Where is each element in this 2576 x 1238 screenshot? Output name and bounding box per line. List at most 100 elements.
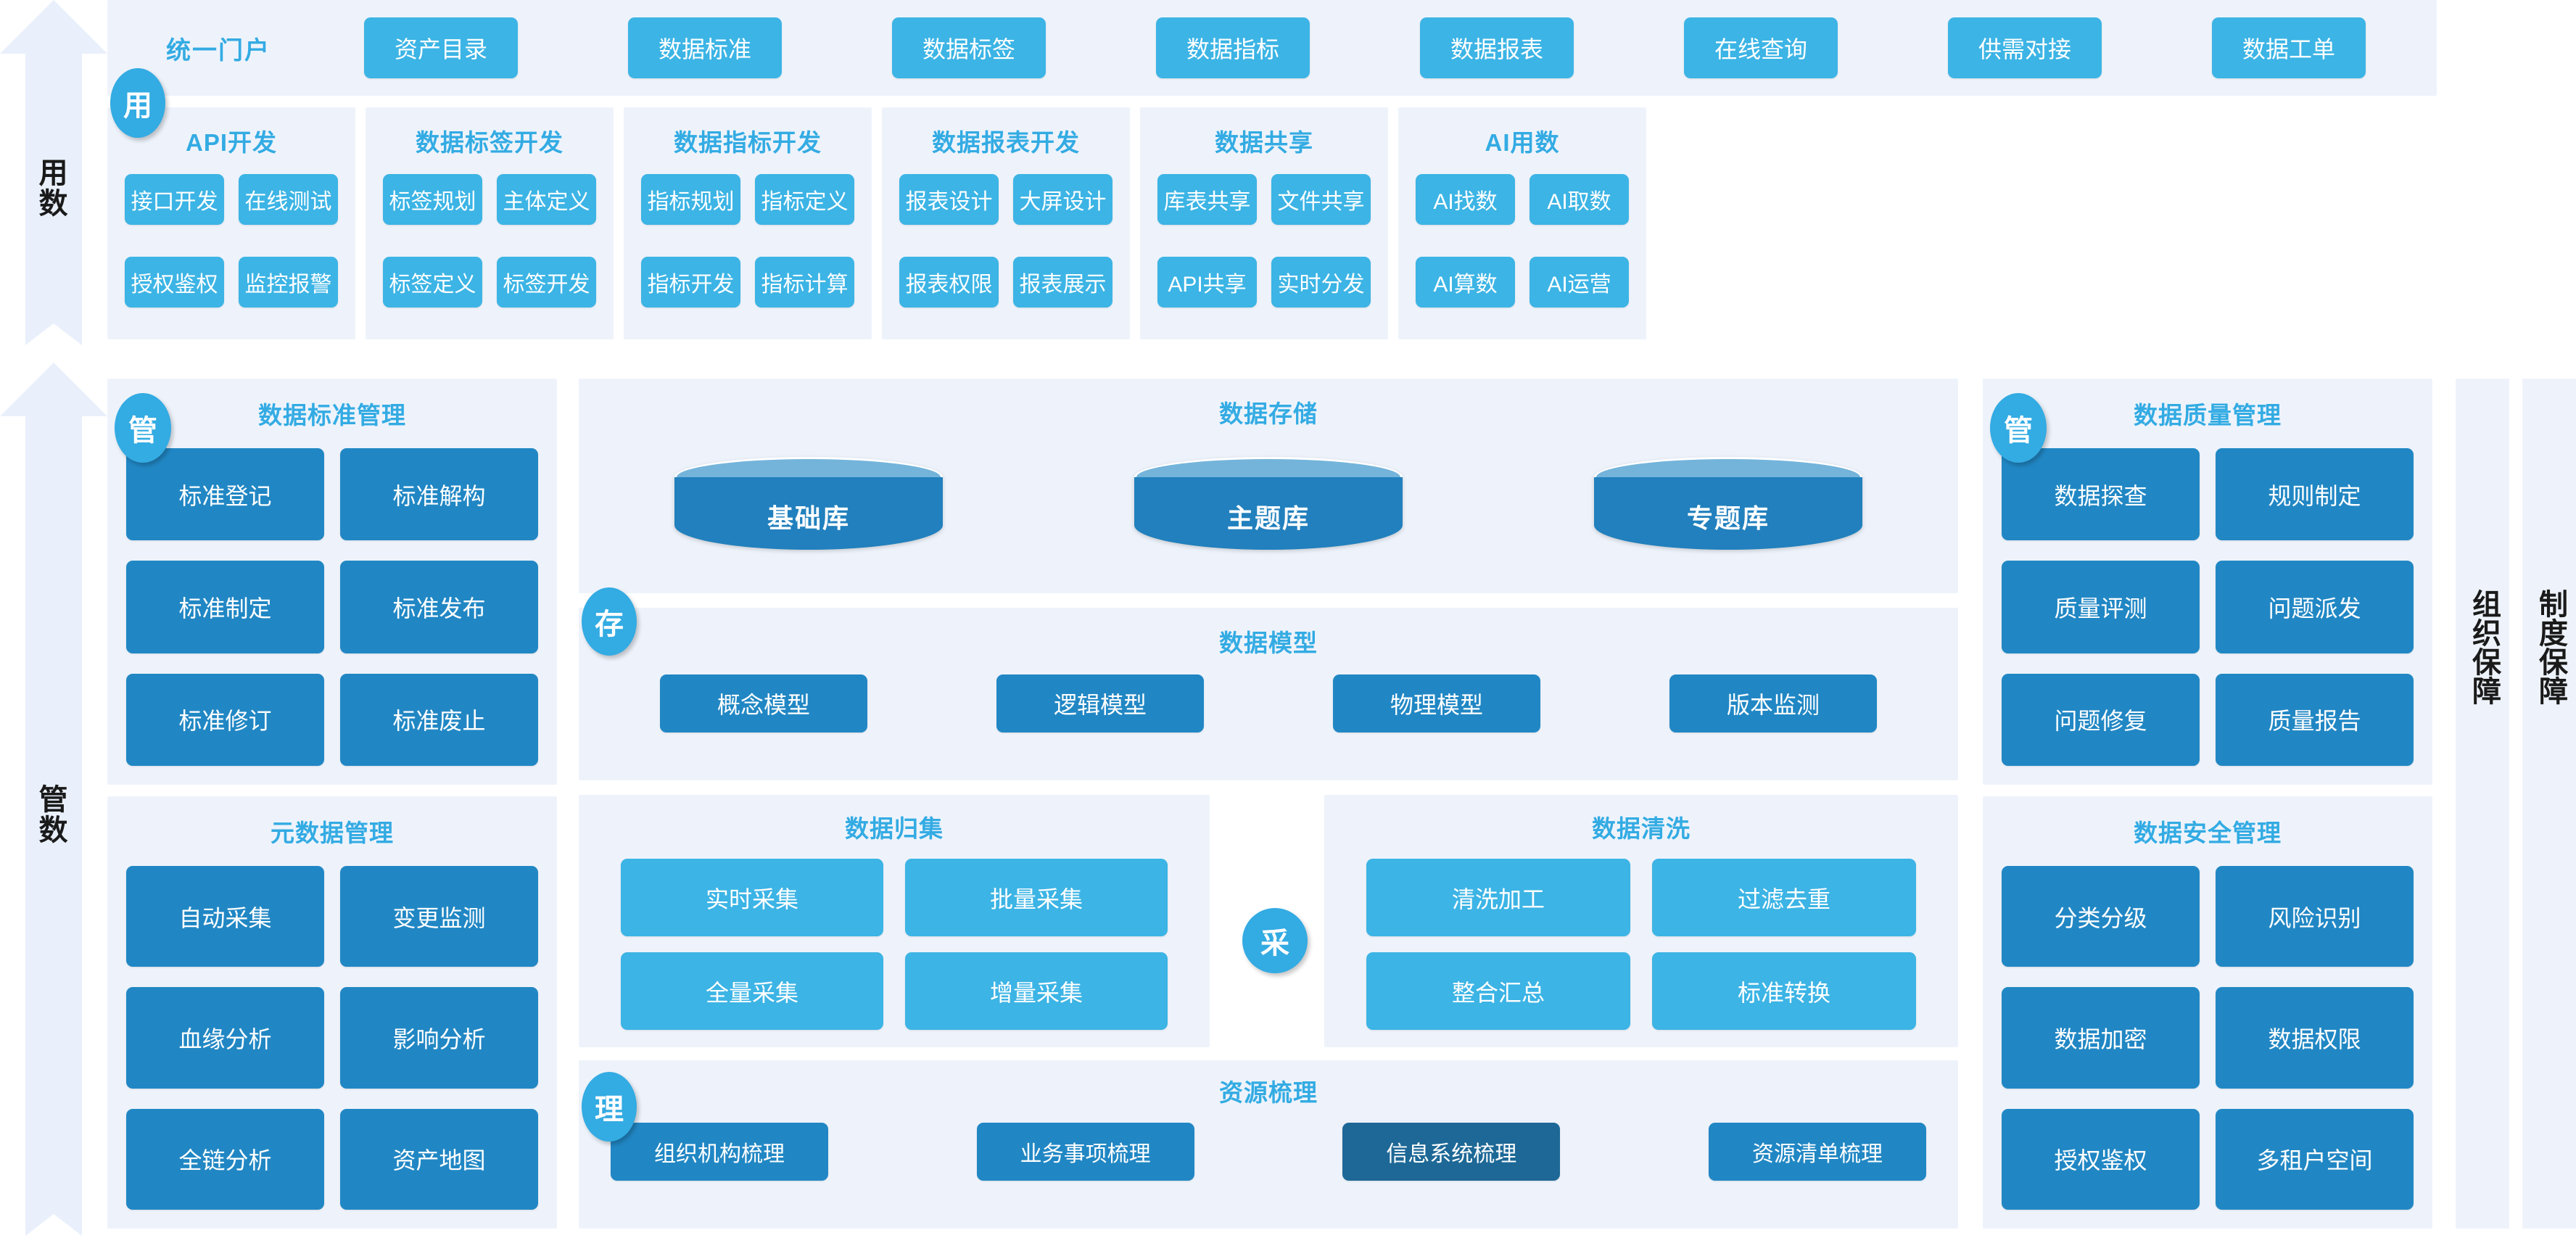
panel-data-cleaning: 数据清洗 清洗加工 过滤去重 整合汇总 标准转换 xyxy=(1324,795,1958,1047)
chip-incremental-collection[interactable]: 增量采集 xyxy=(905,952,1168,1030)
chip-information-system-sorting[interactable]: 信息系统梳理 xyxy=(1342,1123,1561,1181)
chip-ai-compute-data[interactable]: AI算数 xyxy=(1416,257,1515,308)
chip-conceptual-model[interactable]: 概念模型 xyxy=(660,674,867,733)
chip-indicator-definition[interactable]: 指标定义 xyxy=(755,174,854,225)
cylinder-subject-library[interactable]: 主题库 xyxy=(1134,457,1403,550)
chip-full-chain-analysis[interactable]: 全链分析 xyxy=(126,1108,324,1210)
panel-title: 数据清洗 xyxy=(1592,815,1690,842)
chip-issue-repair[interactable]: 问题修复 xyxy=(2002,673,2200,766)
chip-clean-processing[interactable]: 清洗加工 xyxy=(1366,859,1630,936)
cylinder-body-icon xyxy=(1594,477,1862,550)
badge-sort: 理 xyxy=(582,1072,637,1142)
arrow-head-icon xyxy=(0,363,107,416)
panel-title: 元数据管理 xyxy=(271,820,394,846)
chip-standard-registration[interactable]: 标准登记 xyxy=(126,448,324,541)
badge-store: 存 xyxy=(582,587,637,656)
chip-risk-identification[interactable]: 风险识别 xyxy=(2216,866,2414,967)
chip-tag-development[interactable]: 标签开发 xyxy=(497,257,596,308)
chip-report-design[interactable]: 报表设计 xyxy=(899,174,999,225)
column-organizational-guarantee: 组织保障 xyxy=(2456,379,2509,1229)
chip-authorization-verification[interactable]: 授权鉴权 xyxy=(2002,1108,2200,1210)
badge-manage-left: 管 xyxy=(115,393,171,463)
portal-chip-data-tag[interactable]: 数据标签 xyxy=(892,17,1046,78)
chip-logical-model[interactable]: 逻辑模型 xyxy=(996,674,1204,733)
portal-chip-data-report[interactable]: 数据报表 xyxy=(1420,17,1574,78)
portal-chip-work-order[interactable]: 数据工单 xyxy=(2212,17,2366,78)
cylinder-body-icon xyxy=(674,477,943,550)
cylinder-base-library[interactable]: 基础库 xyxy=(674,457,943,550)
chip-indicator-development[interactable]: 指标开发 xyxy=(641,257,740,308)
chip-report-display[interactable]: 报表展示 xyxy=(1013,257,1112,308)
chip-impact-analysis[interactable]: 影响分析 xyxy=(340,987,538,1089)
chip-api-sharing[interactable]: API共享 xyxy=(1157,257,1257,308)
group-title: 数据报表开发 xyxy=(932,129,1080,156)
chip-standard-formulation[interactable]: 标准制定 xyxy=(126,561,324,653)
panel-title: 数据模型 xyxy=(1219,630,1318,656)
chip-quality-evaluation[interactable]: 质量评测 xyxy=(2002,561,2200,653)
manage-data-arrow-label: 管数 xyxy=(38,784,69,846)
chip-tag-planning[interactable]: 标签规划 xyxy=(383,174,482,225)
chip-rule-formulation[interactable]: 规则制定 xyxy=(2216,448,2414,541)
chip-realtime-distribution[interactable]: 实时分发 xyxy=(1271,257,1371,308)
panel-data-model: 数据模型 概念模型 逻辑模型 物理模型 版本监测 xyxy=(579,608,1958,780)
model-chip-row: 概念模型 逻辑模型 物理模型 版本监测 xyxy=(605,674,1932,733)
chip-asset-map[interactable]: 资产地图 xyxy=(340,1108,538,1210)
cylinder-thematic-library[interactable]: 专题库 xyxy=(1594,457,1862,550)
chip-org-structure-sorting[interactable]: 组织机构梳理 xyxy=(611,1123,828,1181)
chip-classification-grading[interactable]: 分类分级 xyxy=(2002,866,2200,967)
chip-interface-dev[interactable]: 接口开发 xyxy=(125,174,224,225)
chip-standard-release[interactable]: 标准发布 xyxy=(340,561,538,653)
chip-standard-revision[interactable]: 标准修订 xyxy=(126,673,324,766)
chip-auth-verify[interactable]: 授权鉴权 xyxy=(125,257,224,308)
chip-subject-definition[interactable]: 主体定义 xyxy=(497,174,596,225)
chip-standard-conversion[interactable]: 标准转换 xyxy=(1652,952,1916,1030)
chip-table-sharing[interactable]: 库表共享 xyxy=(1157,174,1257,225)
chip-bigscreen-design[interactable]: 大屏设计 xyxy=(1013,174,1112,225)
panel-data-collection: 数据归集 实时采集 批量采集 全量采集 增量采集 xyxy=(579,795,1210,1047)
chip-ai-find-data[interactable]: AI找数 xyxy=(1416,174,1515,225)
chip-issue-dispatch[interactable]: 问题派发 xyxy=(2216,561,2414,653)
chip-realtime-collection[interactable]: 实时采集 xyxy=(621,859,883,936)
portal-chip-online-query[interactable]: 在线查询 xyxy=(1684,17,1838,78)
chip-resource-list-sorting[interactable]: 资源清单梳理 xyxy=(1708,1123,1926,1181)
chip-ai-fetch-data[interactable]: AI取数 xyxy=(1530,174,1629,225)
panel-title: 数据标准管理 xyxy=(258,402,406,429)
chip-quality-report[interactable]: 质量报告 xyxy=(2216,673,2414,766)
chip-filter-dedupe[interactable]: 过滤去重 xyxy=(1652,859,1916,936)
group-api-dev: API开发 接口开发 在线测试 授权鉴权 监控报警 xyxy=(107,107,355,339)
portal-chip-data-indicator[interactable]: 数据指标 xyxy=(1156,17,1310,78)
group-title: 数据标签开发 xyxy=(416,129,564,156)
chip-monitor-alarm[interactable]: 监控报警 xyxy=(239,257,338,308)
storage-cylinder-row: 基础库 主题库 专题库 xyxy=(579,457,1958,550)
chip-integrate-summary[interactable]: 整合汇总 xyxy=(1366,952,1630,1030)
portal-chip-asset-catalog[interactable]: 资产目录 xyxy=(364,17,518,78)
chip-indicator-planning[interactable]: 指标规划 xyxy=(641,174,740,225)
chip-tag-definition[interactable]: 标签定义 xyxy=(383,257,482,308)
chip-full-collection[interactable]: 全量采集 xyxy=(621,952,883,1030)
chip-ai-operations[interactable]: AI运营 xyxy=(1530,257,1629,308)
chip-physical-model[interactable]: 物理模型 xyxy=(1333,674,1540,733)
portal-chip-supply-demand[interactable]: 供需对接 xyxy=(1948,17,2102,78)
chip-standard-deconstruction[interactable]: 标准解构 xyxy=(340,448,538,541)
chip-auto-collection[interactable]: 自动采集 xyxy=(126,866,324,967)
portal-chip-data-standard[interactable]: 数据标准 xyxy=(628,17,782,78)
chip-indicator-calculation[interactable]: 指标计算 xyxy=(755,257,854,308)
resource-chip-row: 组织机构梳理 业务事项梳理 信息系统梳理 资源清单梳理 xyxy=(611,1123,1926,1181)
chip-data-permission[interactable]: 数据权限 xyxy=(2216,987,2414,1089)
chip-data-exploration[interactable]: 数据探查 xyxy=(2002,448,2200,541)
chip-file-sharing[interactable]: 文件共享 xyxy=(1271,174,1371,225)
chip-business-matter-sorting[interactable]: 业务事项梳理 xyxy=(976,1123,1194,1181)
chip-online-test[interactable]: 在线测试 xyxy=(239,174,338,225)
chip-multi-tenant-space[interactable]: 多租户空间 xyxy=(2216,1108,2414,1210)
panel-title: 资源梳理 xyxy=(1219,1079,1318,1106)
chip-lineage-analysis[interactable]: 血缘分析 xyxy=(126,987,324,1089)
chip-change-monitoring[interactable]: 变更监测 xyxy=(340,866,538,967)
panel-title: 数据质量管理 xyxy=(2134,402,2282,429)
chip-version-monitoring[interactable]: 版本监测 xyxy=(1669,674,1877,733)
chip-standard-abolition[interactable]: 标准废止 xyxy=(340,673,538,766)
chip-report-permission[interactable]: 报表权限 xyxy=(899,257,999,308)
chip-batch-collection[interactable]: 批量采集 xyxy=(905,859,1168,936)
chip-data-encryption[interactable]: 数据加密 xyxy=(2002,987,2200,1089)
panel-data-standard-management: 数据标准管理 标准登记 标准解构 标准制定 标准发布 标准修订 标准废止 xyxy=(107,379,557,785)
